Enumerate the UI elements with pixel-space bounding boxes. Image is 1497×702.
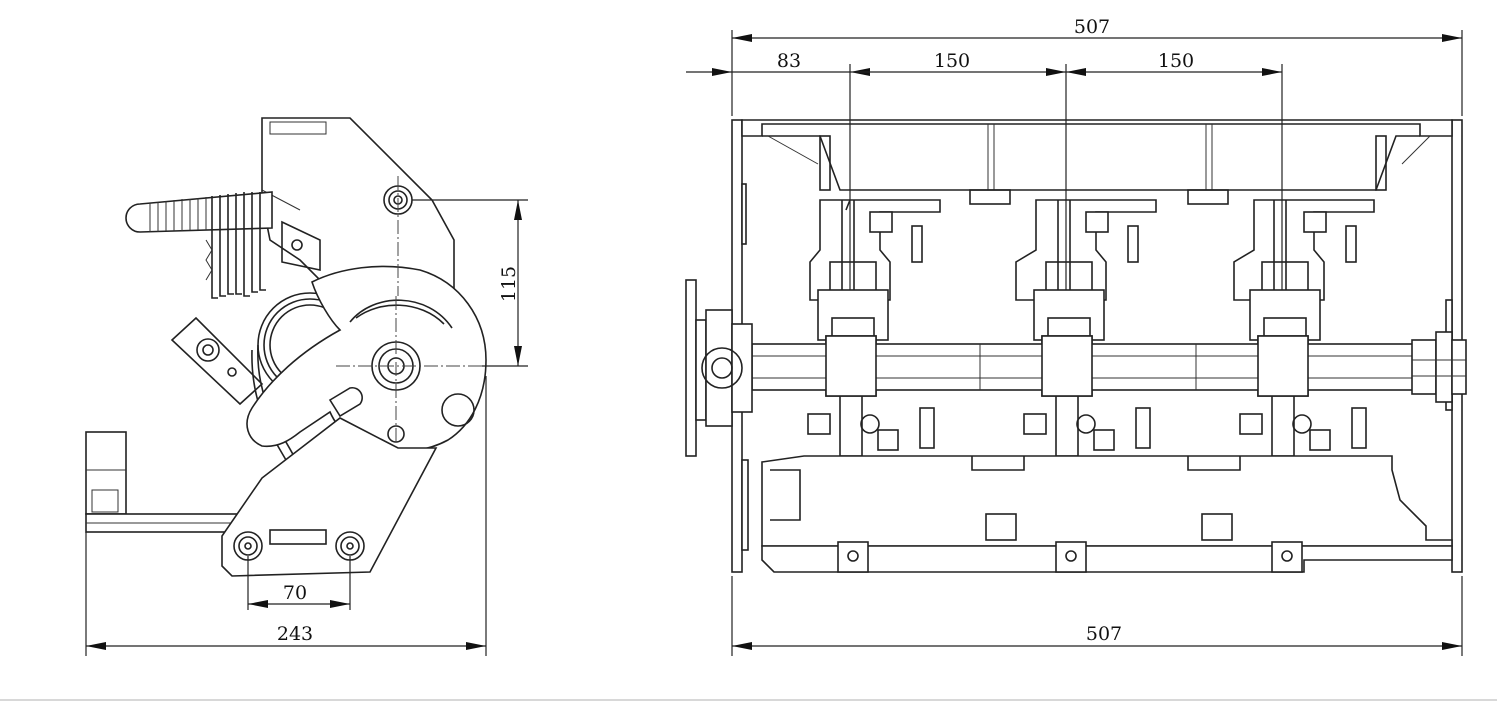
dim-150-first-label: 150 (934, 50, 970, 72)
dim-243: 243 (85, 376, 487, 656)
left-flange (685, 279, 753, 457)
top-frame (741, 119, 1453, 205)
dim-243-label: 243 (277, 623, 313, 645)
side-center-lines (336, 176, 482, 444)
pole-2 (1015, 199, 1157, 457)
dim-507-bottom-label: 507 (1086, 623, 1122, 645)
bracket-plate (221, 417, 438, 577)
pole-1 (807, 199, 941, 457)
dim-83: 83 (686, 50, 870, 290)
dim-83-label: 83 (777, 50, 801, 72)
lower-tray (761, 455, 1453, 573)
front-view: 507 83 150 150 (685, 16, 1467, 656)
dim-70: 70 (247, 556, 351, 610)
pole-3 (1233, 199, 1375, 457)
dim-70-label: 70 (283, 582, 307, 604)
dim-115: 115 (412, 199, 528, 367)
dim-150-second: 150 (1066, 50, 1283, 290)
side-view: 115 70 243 (85, 117, 528, 656)
dim-507-top-label: 507 (1074, 16, 1110, 38)
lever-link (170, 316, 264, 406)
dim-150-first: 150 (850, 50, 1067, 290)
cam-disc (246, 265, 487, 454)
base-rail (85, 431, 255, 533)
dim-150-second-label: 150 (1158, 50, 1194, 72)
dim-115-label: 115 (498, 266, 520, 302)
arc-chute-fins (125, 191, 273, 299)
right-nut (1411, 331, 1467, 403)
dim-507-top: 507 (731, 16, 1463, 116)
main-shaft (751, 335, 1443, 397)
dim-507-bottom: 507 (731, 576, 1463, 656)
